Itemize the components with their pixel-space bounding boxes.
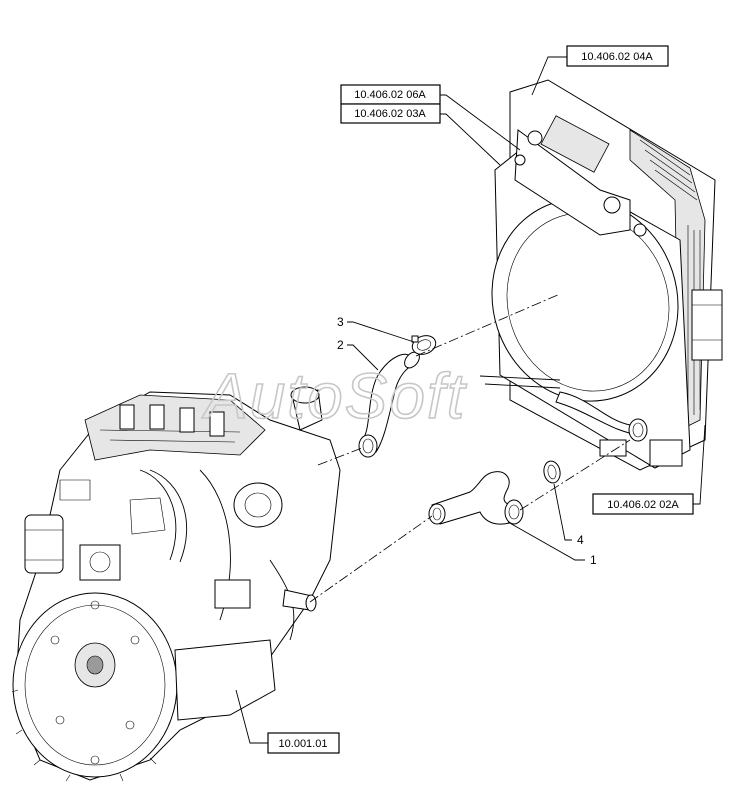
svg-text:10.406.02 02A: 10.406.02 02A (607, 499, 679, 511)
callout-2: 2 (337, 338, 344, 352)
ref-box-engine: 10.001.01 (267, 732, 340, 754)
callout-4: 4 (577, 533, 584, 547)
lower-hose-clamp (543, 460, 561, 484)
svg-text:10.406.02 03A: 10.406.02 03A (354, 108, 426, 120)
radiator-assembly (479, 79, 723, 471)
ref-box-radiator-assembly: 10.406.02 04A (566, 45, 669, 67)
turbocharger (233, 482, 283, 528)
assembly-center-lines (309, 293, 631, 603)
watermark: AutoSoft (201, 360, 467, 432)
svg-text:10.001.01: 10.001.01 (279, 738, 328, 750)
upper-radiator-hose (358, 351, 420, 458)
ref-box-06a: 10.406.02 06A (340, 84, 441, 105)
expansion-tank (540, 115, 610, 173)
ref-box-03a: 10.406.02 03A (340, 103, 441, 124)
callout-1: 1 (590, 553, 597, 567)
upper-hose-clamp (411, 335, 437, 355)
svg-text:10.406.02 04A: 10.406.02 04A (581, 51, 653, 63)
engine-assembly (11, 386, 341, 782)
lower-radiator-hose (428, 471, 524, 525)
ref-box-02a: 10.406.02 02A (592, 493, 694, 515)
callout-3: 3 (337, 315, 344, 329)
svg-text:10.406.02 06A: 10.406.02 06A (354, 89, 426, 101)
